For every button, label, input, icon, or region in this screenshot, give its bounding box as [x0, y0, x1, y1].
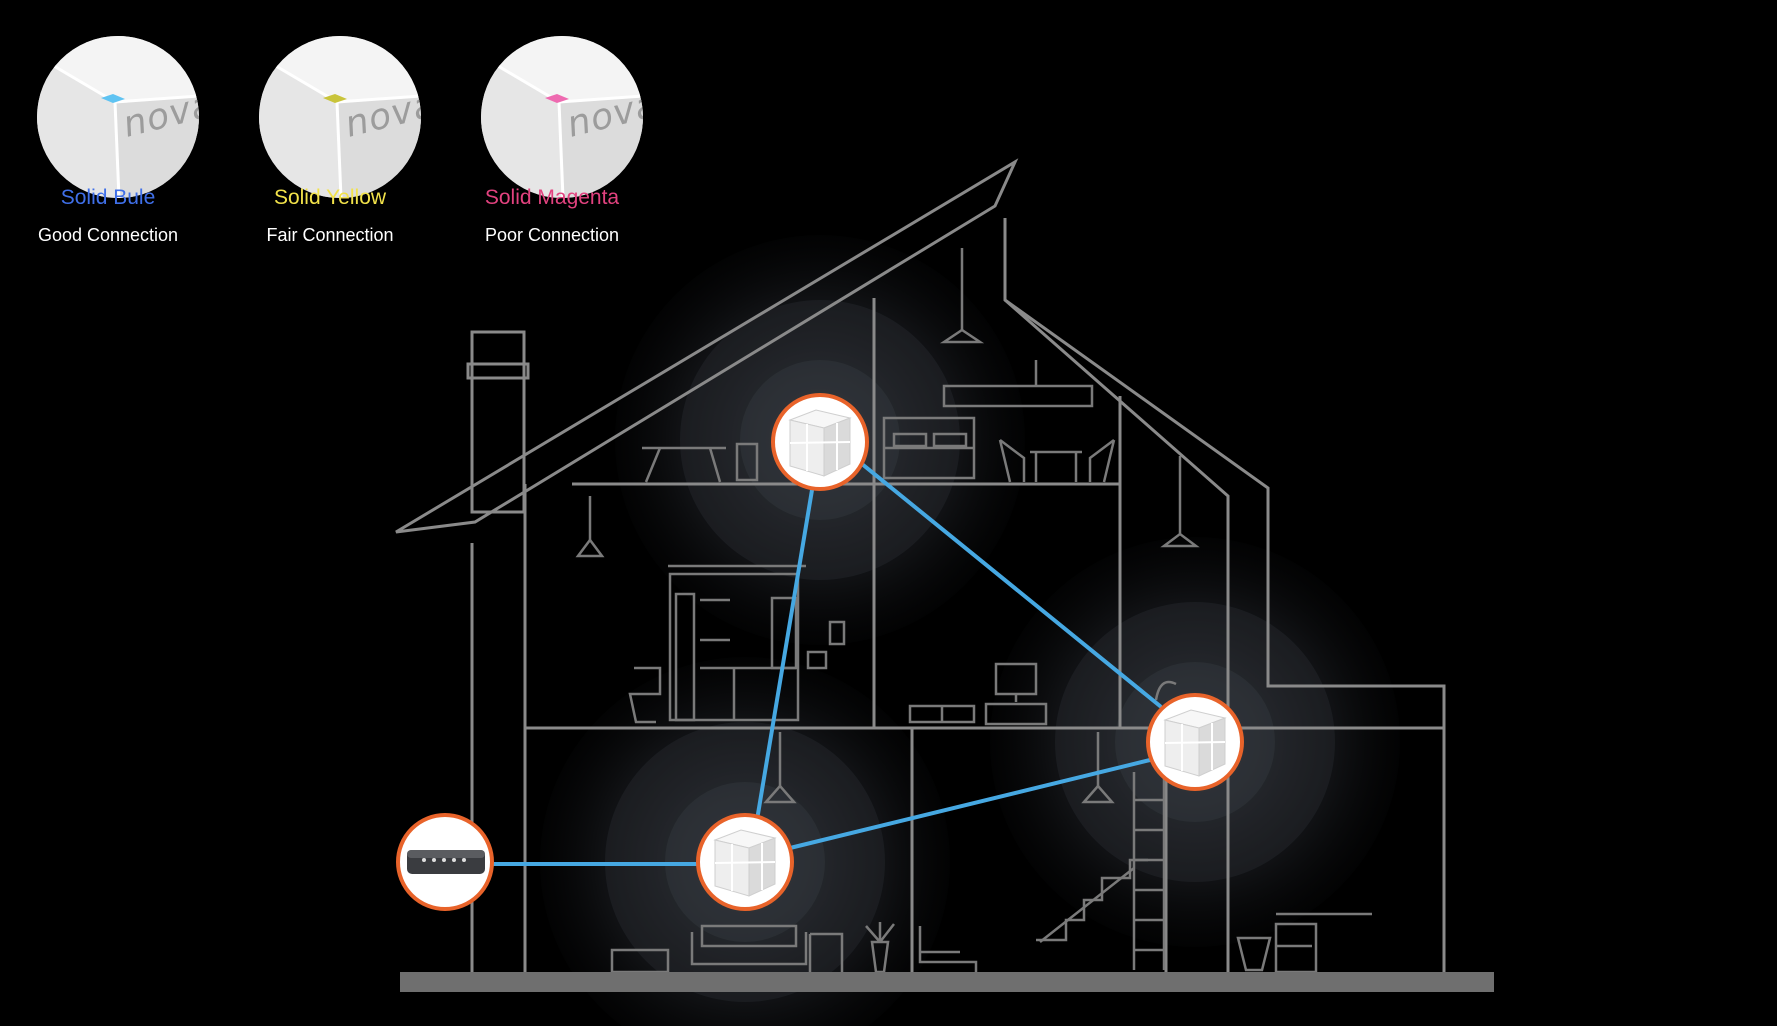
led-status-name: Solid Bule: [60, 186, 156, 209]
ground: [400, 972, 1494, 992]
led-indicator: [101, 94, 125, 103]
led-status-name: Solid Yellow: [273, 186, 387, 209]
link-upper-to-right-node: [860, 462, 1162, 708]
modem-node[interactable]: [396, 813, 494, 911]
led-status-description: Good Connection: [37, 225, 179, 245]
house-outline: [395, 158, 1446, 972]
mesh-node-right[interactable]: [1146, 693, 1244, 791]
led-indicator: [545, 94, 569, 103]
led-status-name: Solid Magenta: [484, 186, 620, 209]
mesh-node-upper[interactable]: [771, 393, 869, 491]
nova-node-photo-yellow: nova: [259, 36, 421, 198]
roof: [395, 158, 1019, 534]
nova-cube-image: [259, 36, 421, 198]
led-indicator: [323, 94, 347, 103]
led-status-description: Poor Connection: [484, 225, 620, 245]
mesh-node-icon: [1163, 709, 1227, 777]
nova-node-photo-blue: nova: [37, 36, 199, 198]
nova-node-photo-magenta: nova: [481, 36, 643, 198]
link-primary-to-upper-node: [756, 488, 814, 816]
nova-cube-image: [481, 36, 643, 198]
link-primary-to-right-node: [788, 758, 1152, 850]
mesh-node-icon: [788, 409, 852, 477]
chimney: [470, 330, 526, 514]
mesh-node-primary[interactable]: [696, 813, 794, 911]
mesh-node-icon: [713, 829, 777, 897]
mesh-links: [490, 462, 1162, 866]
modem-icon: [407, 850, 485, 874]
led-status-description: Fair Connection: [266, 225, 394, 245]
mesh-nodes: [696, 393, 1244, 911]
nova-cube-image: [37, 36, 199, 198]
